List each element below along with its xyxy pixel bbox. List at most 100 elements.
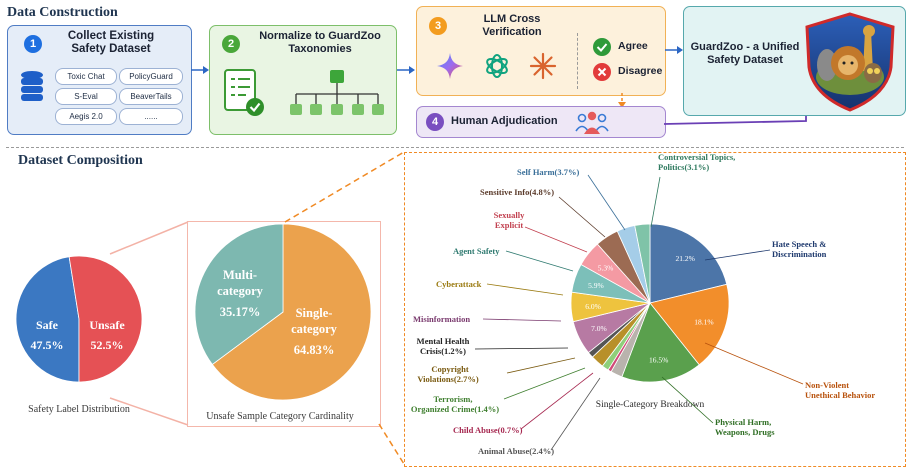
step4-title: Human Adjudication [451, 115, 558, 127]
breakdown-slice-2 [621, 302, 700, 383]
safety-slice-1 [68, 255, 143, 383]
leader-mental [474, 347, 569, 350]
breakdown-slice-14 [634, 223, 651, 304]
step1-panel: 1 Collect Existing Safety Dataset Toxic … [7, 25, 192, 135]
disagree-x-icon [593, 63, 611, 86]
cardinality-slice-0 [211, 223, 372, 401]
database-icon [19, 70, 45, 107]
label-physical-2: Weapons, Drugs [715, 427, 775, 437]
result-panel: GuardZoo - a Unified Safety Dataset [683, 6, 906, 116]
leader-selfharm [587, 174, 626, 231]
dataset-pill-toxic-chat: Toxic Chat [55, 68, 117, 85]
label-self-harm: Self Harm(3.7%) [517, 167, 579, 177]
step3-panel: 3 LLM Cross Verification Agre [416, 6, 666, 96]
dataset-pill-aegis: Aegis 2.0 [55, 108, 117, 125]
step1-title: Collect Existing Safety Dataset [67, 30, 155, 55]
label-agent-safety: Agent Safety [453, 246, 500, 256]
label-misinformation: Misinformation [413, 314, 470, 324]
leader-controversial [650, 176, 661, 228]
step3-number: 3 [429, 17, 447, 35]
step2-panel: 2 Normalize to GuardZoo Taxonomies [209, 25, 397, 135]
breakdown-inner-label-2: 16.5% [649, 355, 668, 364]
disagree-label: Disagree [618, 65, 663, 77]
leader-hate [704, 249, 771, 261]
cardinality-slice-1 [194, 223, 284, 366]
openai-icon [483, 52, 511, 85]
data-construction-title: Data Construction [7, 5, 118, 20]
unsafe-label: Unsafe [89, 318, 125, 332]
dataset-pill-s-eval: S-Eval [55, 88, 117, 105]
dataset-composition-title: Dataset Composition [18, 153, 143, 168]
label-nonviolent-1: Non-Violent [805, 380, 849, 390]
breakdown-inner-label-10: 5.9% [588, 281, 604, 290]
breakdown-inner-label-11: 5.3% [598, 263, 614, 272]
single-category-label-1: Single- [296, 306, 333, 320]
safety-pie-caption: Safety Label Distribution [28, 404, 130, 415]
single-category-value: 64.83% [294, 343, 335, 357]
label-mental-2: Crisis(1.2%) [420, 346, 466, 356]
breakdown-slice-0 [649, 223, 728, 304]
leader-misinformation [482, 318, 562, 322]
single-category-breakdown-box [404, 152, 906, 467]
divider [577, 33, 578, 89]
leader-sensitive [558, 196, 606, 238]
step2-number: 2 [222, 35, 240, 53]
step4-number: 4 [426, 113, 444, 131]
breakdown-inner-label-8: 7.0% [591, 324, 607, 333]
label-mental-1: Mental Health [417, 336, 470, 346]
breakdown-inner-label-9: 6.0% [585, 302, 601, 311]
result-title: GuardZoo - a Unified Safety Dataset [690, 41, 800, 66]
safety-pie-slices [15, 255, 143, 383]
breakdown-pie-caption: Single-Category Breakdown [596, 400, 705, 410]
dataset-pill-policyguard: PolicyGuard [119, 68, 183, 85]
multi-category-label-1: Multi- [223, 268, 257, 282]
label-copyright-1: Copyright [431, 364, 468, 374]
step2-title: Normalize to GuardZoo Taxonomies [259, 30, 381, 55]
label-terrorism-1: Terrorism, [434, 394, 473, 404]
label-hate-speech-1: Hate Speech & [772, 239, 826, 249]
cardinality-pie-caption: Unsafe Sample Category Cardinality [206, 411, 353, 422]
agree-check-icon [593, 38, 611, 61]
leader-copyright [506, 357, 576, 374]
step3-title: LLM Cross Verification [482, 13, 542, 38]
single-category-breakdown-pie-chart: 21.2% 18.1% 16.5% 7.0% 6.0% 5.9% 5.3% Single-C… [411, 153, 875, 456]
leader-animal [550, 377, 601, 451]
single-category-label-2: category [291, 322, 338, 336]
arrow-step3-to-result [665, 46, 683, 54]
label-terrorism-2: Organized Crime(1.4%) [411, 404, 499, 414]
gemini-icon [437, 53, 463, 84]
leader-child [520, 372, 594, 430]
cardinality-zoom-box [187, 221, 381, 427]
guardzoo-shield-logo [801, 11, 899, 118]
leader-sexually [524, 226, 588, 253]
hierarchy-icon [285, 68, 391, 127]
label-controversial-1: Controversial Topics, [658, 153, 735, 162]
breakdown-inner-label-0: 21.2% [676, 254, 695, 263]
claude-icon [529, 52, 557, 85]
label-animal-abuse: Animal Abuse(2.4%) [478, 446, 554, 456]
safety-slice-0 [15, 256, 80, 383]
step4-panel: 4 Human Adjudication [416, 106, 666, 138]
label-sexually-1: Sexually [494, 210, 525, 220]
arrow-step2-to-step3 [397, 66, 415, 74]
leader-cyberattack [486, 283, 564, 296]
arrow-step1-to-step2 [191, 66, 209, 74]
leader-terrorism [503, 367, 586, 400]
breakdown-leader-labels: Hate Speech & Discrimination Non-Violent… [411, 153, 875, 456]
section-divider [6, 147, 904, 148]
label-copyright-2: Violations(2.7%) [417, 374, 478, 384]
label-cyberattack: Cyberattack [436, 279, 482, 289]
unsafe-value-label: 52.5% [91, 338, 124, 352]
label-child-abuse: Child Abuse(0.7%) [453, 425, 523, 435]
dataset-pill-more: ...... [119, 108, 183, 125]
safe-value-label: 47.5% [31, 338, 64, 352]
breakdown-pie-slices: 21.2% 18.1% 16.5% 7.0% 6.0% 5.9% 5.3% [570, 223, 730, 383]
breakdown-inner-label-1: 18.1% [694, 317, 713, 326]
checklist-icon [222, 68, 268, 127]
label-sensitive-info: Sensitive Info(4.8%) [480, 187, 554, 197]
arrow-step3-to-step4 [618, 93, 626, 108]
step1-number: 1 [24, 35, 42, 53]
cardinality-pie-slices [194, 223, 372, 401]
